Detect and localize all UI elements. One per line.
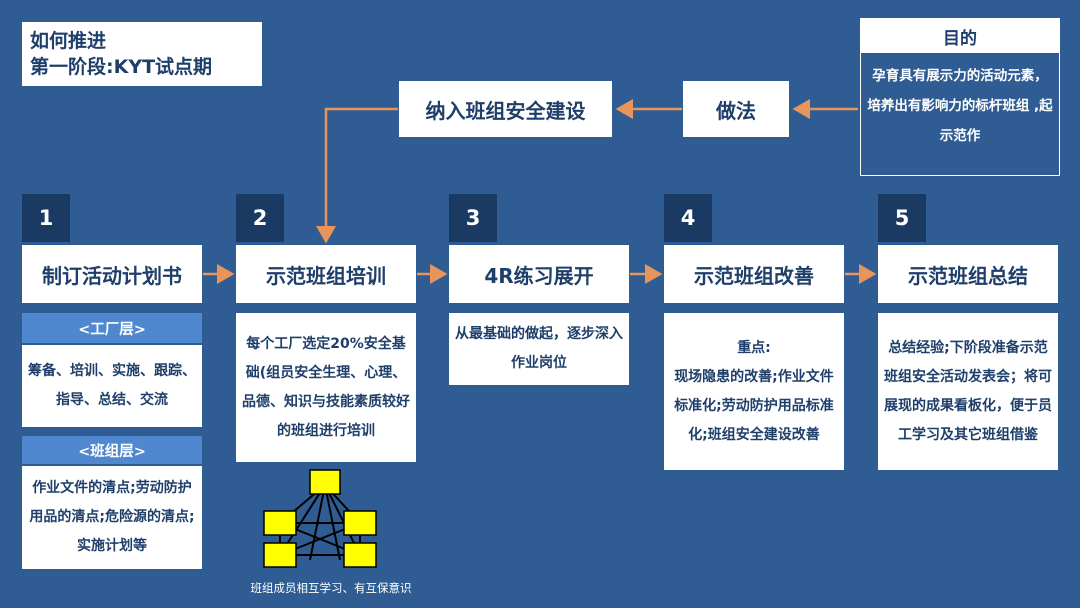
factory-level-header: <工厂层>: [22, 313, 202, 343]
title-line-2: 第一阶段:KYT试点期: [30, 56, 213, 78]
network-caption: 班组成员相互学习、有互保意识: [250, 581, 412, 595]
network-node-bottom-right: [343, 542, 377, 568]
purpose-text: 孕育具有展示力的活动元素，培养出有影响力的标杆班组 ,起示范作: [867, 68, 1053, 144]
purpose-header: 目的: [861, 19, 1059, 53]
step-2-number: 2: [236, 194, 284, 242]
step-2-detail-text: 每个工厂选定20%安全基础(组员安全生理、心理、品德、知识与技能素质较好的班组进…: [242, 335, 410, 439]
step-4-number: 4: [664, 194, 712, 242]
network-node-bottom-left: [263, 542, 297, 568]
incorporate-box: 纳入班组安全建设: [399, 81, 612, 137]
step-2-label: 示范班组培训: [266, 263, 386, 288]
step-4-box: 示范班组改善: [664, 245, 844, 303]
step-4-detail-box: 重点: 现场隐患的改善;作业文件标准化;劳动防护用品标准化;班组安全建设改善: [664, 313, 844, 470]
method-box: 做法: [683, 81, 789, 137]
network-node-top: [309, 469, 341, 495]
team-network-graphic: [263, 469, 377, 568]
incorporate-label: 纳入班组安全建设: [425, 98, 586, 123]
network-node-mid-right: [343, 510, 377, 536]
step-5-detail-box: 总结经验;下阶段准备示范班组安全活动发表会；将可展现的成果看板化，便于员工学习及…: [878, 313, 1058, 470]
step-4-detail-heading: 重点:: [737, 339, 771, 356]
team-level-text: 作业文件的清点;劳动防护用品的清点;危险源的清点;实施计划等: [29, 480, 195, 554]
team-level-box: 作业文件的清点;劳动防护用品的清点;危险源的清点;实施计划等: [22, 466, 202, 569]
method-label: 做法: [716, 98, 756, 123]
step-1-box: 制订活动计划书: [22, 245, 202, 303]
step-1-label: 制订活动计划书: [42, 263, 182, 288]
title-box: 如何推进 第一阶段:KYT试点期: [22, 22, 262, 86]
team-level-header: <班组层>: [22, 436, 202, 464]
step-2-detail-box: 每个工厂选定20%安全基础(组员安全生理、心理、品德、知识与技能素质较好的班组进…: [236, 313, 416, 462]
step-4-detail-text: 现场隐患的改善;作业文件标准化;劳动防护用品标准化;班组安全建设改善: [674, 368, 834, 443]
step-3-label: 4R练习展开: [484, 263, 594, 288]
step-5-box: 示范班组总结: [878, 245, 1058, 303]
step-3-number: 3: [449, 194, 497, 242]
arrow-incorporate-to-step2: [316, 107, 398, 244]
step-3-detail-text: 从最基础的做起，逐步深入作业岗位: [455, 326, 623, 371]
purpose-box: 目的 孕育具有展示力的活动元素，培养出有影响力的标杆班组 ,起示范作: [860, 18, 1060, 176]
step-5-number: 5: [878, 194, 926, 242]
step-3-detail-box: 从最基础的做起，逐步深入作业岗位: [449, 313, 629, 385]
step-5-label: 示范班组总结: [908, 263, 1028, 288]
step-1-number: 1: [22, 194, 70, 242]
step-3-box: 4R练习展开: [449, 245, 629, 303]
title-line-1: 如何推进: [30, 30, 107, 52]
step-4-label: 示范班组改善: [694, 263, 814, 288]
network-node-mid-left: [263, 510, 297, 536]
factory-level-text: 筹备、培训、实施、跟踪、指导、总结、交流: [28, 363, 196, 408]
factory-level-box: 筹备、培训、实施、跟踪、指导、总结、交流: [22, 345, 202, 427]
step-2-box: 示范班组培训: [236, 245, 416, 303]
step-5-detail-text: 总结经验;下阶段准备示范班组安全活动发表会；将可展现的成果看板化，便于员工学习及…: [884, 339, 1052, 443]
